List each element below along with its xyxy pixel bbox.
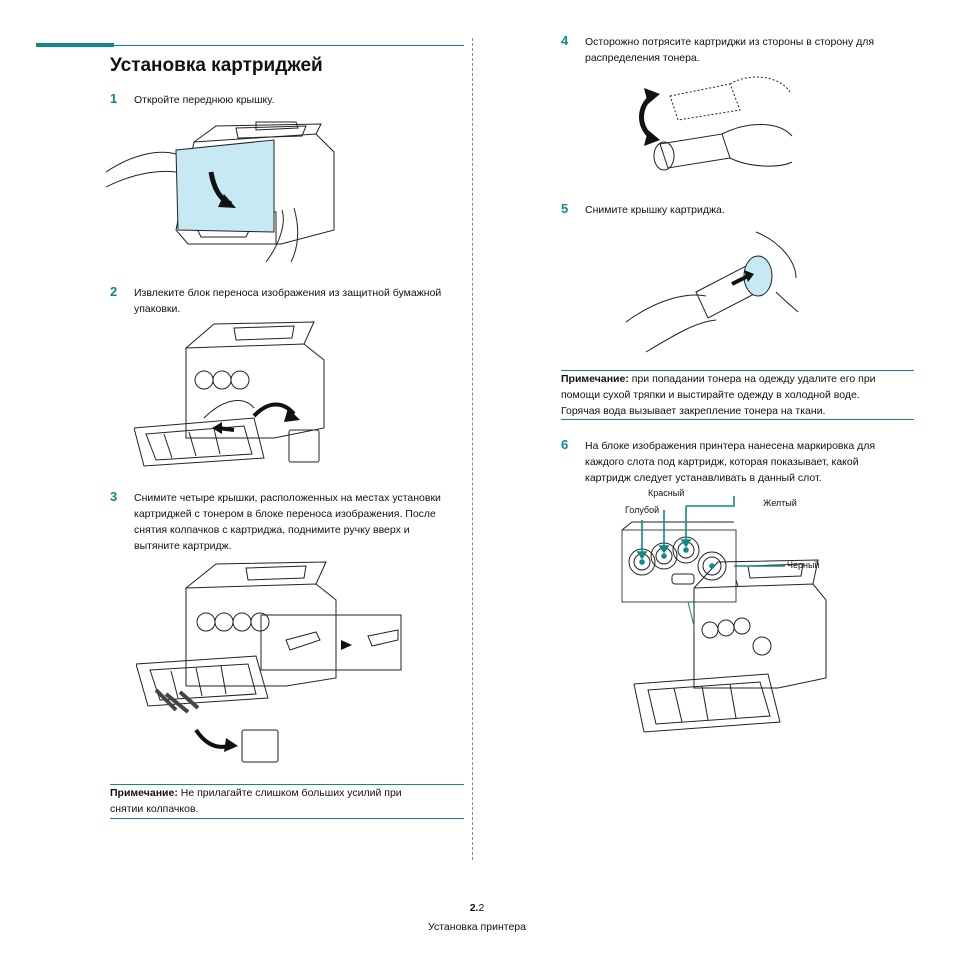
column-divider: [472, 38, 473, 860]
step-number: 1: [110, 91, 118, 106]
note-rule-top: [561, 370, 914, 371]
step-line: каждого слота под картридж, которая пока…: [585, 456, 859, 468]
note: Примечание: при попадании тонера на одеж…: [561, 371, 876, 419]
step-text: Снимите четыре крышки, расположенных на …: [134, 490, 441, 554]
note-label: Примечание:: [110, 787, 178, 799]
step-text: Откройте переднюю крышку.: [134, 92, 274, 108]
step-number: 5: [561, 201, 569, 216]
figure-shake-cartridge: [639, 76, 793, 171]
step-line: Откройте переднюю крышку.: [134, 94, 275, 106]
step-number: 6: [561, 437, 569, 452]
step-text: Извлеките блок переноса изображения из з…: [134, 285, 441, 317]
note-line: помощи сухой тряпки и выстирайте одежду …: [561, 389, 860, 401]
note-rule-top: [110, 784, 464, 785]
step-line: распределения тонера.: [585, 52, 700, 64]
note-line: Горячая вода вызывает закрепление тонера…: [561, 405, 826, 417]
step-line: Извлеките блок переноса изображения из з…: [134, 287, 442, 299]
slot-label-cyan: Голубой: [625, 505, 660, 515]
step-number: 2: [110, 284, 118, 299]
step-text: На блоке изображения принтера нанесена м…: [585, 438, 875, 486]
figure-remove-caps: [136, 561, 402, 763]
step-number: 3: [110, 489, 118, 504]
step-text: Осторожно потрясите картриджи из стороны…: [585, 34, 874, 66]
figure-remove-imaging-unit: [134, 321, 325, 467]
page-title: Установка картриджей: [110, 55, 323, 76]
step-number: 4: [561, 33, 569, 48]
slot-label-yellow: Желтый: [763, 498, 797, 508]
note-rule-bottom: [110, 818, 464, 819]
step-text: Снимите крышку картриджа.: [585, 202, 725, 218]
step-line: Снимите четыре крышки, расположенных на …: [134, 492, 441, 504]
step-line: Осторожно потрясите картриджи из стороны…: [585, 36, 875, 48]
header-rule: [114, 45, 464, 46]
step-line: картриджей с тонером в блоке переноса из…: [134, 508, 436, 520]
note-text: при попадании тонера на одежду удалите е…: [628, 373, 876, 385]
note-line: Примечание: при попадании тонера на одеж…: [561, 371, 876, 387]
figure-open-front-cover: [106, 121, 335, 263]
figure-remove-cartridge-cap: [626, 231, 799, 353]
page-number-page: 2: [478, 902, 485, 914]
note-text: Не прилагайте слишком больших усилий при: [177, 787, 402, 799]
page-number: 2.2: [0, 902, 954, 914]
step-line: картридж следует устанавливать в данный …: [585, 472, 822, 484]
figure-slot-markings: [621, 496, 827, 733]
note-line: Примечание: Не прилагайте слишком больши…: [110, 785, 402, 801]
step-line: Снимите крышку картриджа.: [585, 204, 725, 216]
step-line: На блоке изображения принтера нанесена м…: [585, 440, 876, 452]
note-line: снятии колпачков.: [110, 803, 199, 815]
note-rule-bottom: [561, 419, 914, 420]
header-accent-bar: [36, 43, 114, 47]
note: Примечание: Не прилагайте слишком больши…: [110, 785, 402, 817]
page-number-chapter: 2.: [469, 902, 479, 914]
step-line: снятия колпачков с картриджа, поднимите …: [134, 524, 410, 536]
footer-section: Установка принтера: [428, 921, 526, 933]
slot-label-red: Красный: [648, 488, 685, 498]
step-line: вытяните картридж.: [134, 540, 232, 552]
step-line: упаковки.: [134, 303, 181, 315]
note-label: Примечание:: [561, 373, 629, 385]
